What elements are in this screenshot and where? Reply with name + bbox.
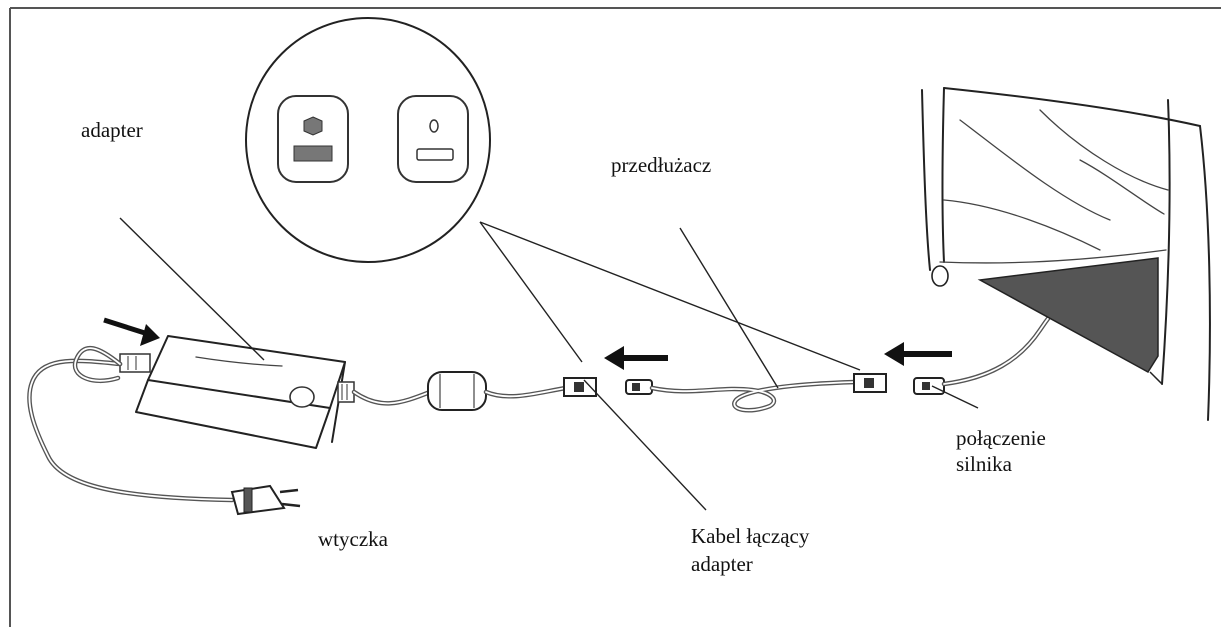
arrow-icons	[103, 317, 952, 370]
motor-housing	[977, 257, 1159, 373]
arrow-left-icon	[884, 342, 952, 366]
adapter-output-cable	[351, 371, 569, 411]
arrow-right-icon	[103, 317, 160, 346]
connector-detail-circle	[245, 17, 491, 263]
extension-cable	[625, 373, 887, 413]
adapter-cable-label-line1: Kabel łączący	[691, 524, 810, 548]
adapter-label: adapter	[81, 118, 143, 142]
extension-label: przedłużacz	[611, 153, 712, 177]
frame	[9, 7, 1221, 627]
bed-frame	[921, 87, 1211, 421]
detail-pointer-lines	[479, 221, 861, 371]
male-socket-icon	[397, 95, 469, 183]
adapter-cable-connector	[563, 377, 597, 397]
ferrite-core	[427, 371, 487, 411]
power-adapter	[119, 335, 355, 449]
female-socket-icon	[277, 95, 349, 183]
wall-plug-icon	[230, 484, 301, 516]
motor-connection-label-line1: połączenie	[956, 426, 1046, 450]
ac-cord	[27, 345, 235, 503]
plug-label: wtyczka	[318, 527, 388, 551]
label-leader-lines	[119, 217, 979, 511]
arrow-left-icon	[604, 346, 668, 370]
motor-connection-label-line2: silnika	[956, 452, 1012, 476]
adapter-cable-label-line2: adapter	[691, 552, 753, 576]
